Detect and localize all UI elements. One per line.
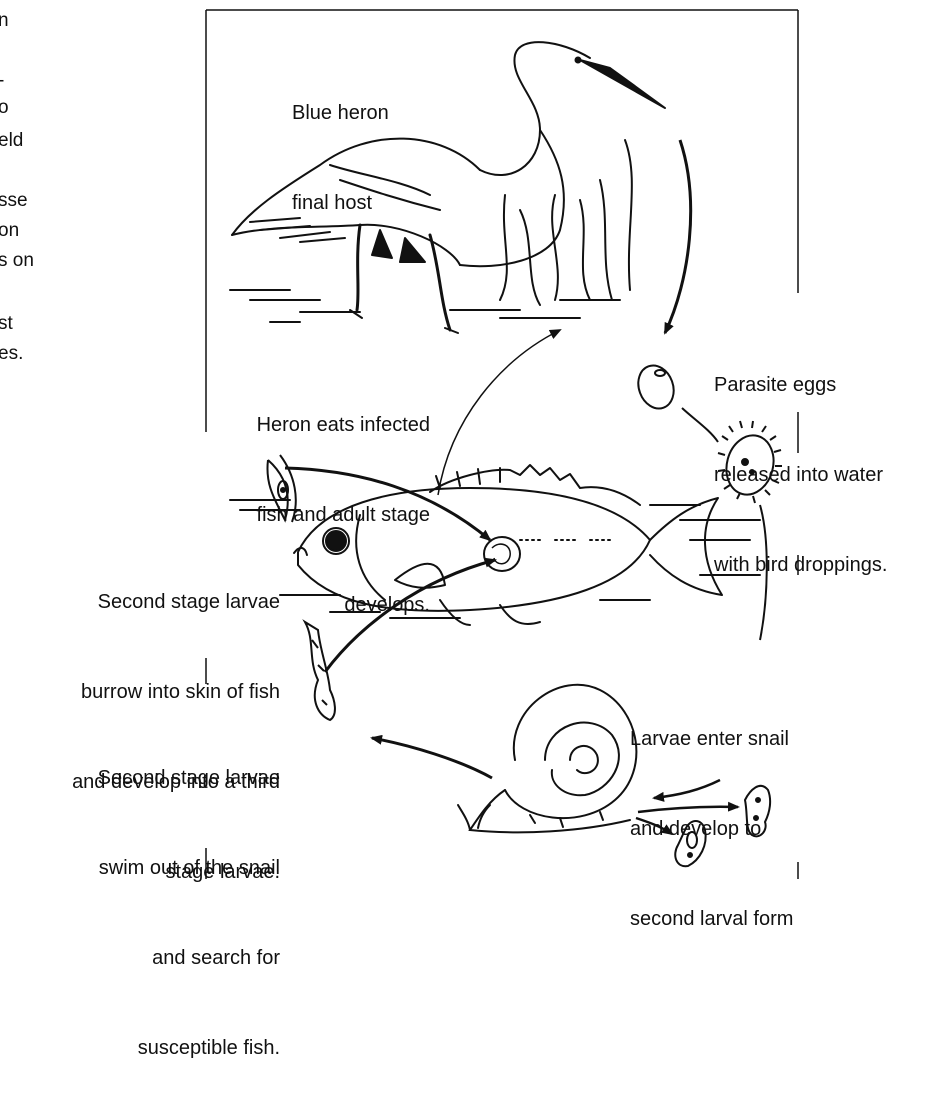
label-eggs: Parasite eggs released into water with b… [714, 310, 887, 610]
label-line: Heron eats infected [212, 410, 430, 440]
label-line: and search for [20, 943, 280, 973]
snail-drawing [458, 685, 636, 833]
connector-egg-to-larva [682, 408, 718, 442]
label-snail-enter: Larvae enter snail and develop to second… [630, 664, 793, 964]
arrow-snail-to-larva [372, 738, 492, 778]
label-line: Larvae enter snail [630, 724, 793, 754]
label-line: and develop to [630, 814, 793, 844]
label-swim-out: Second stage larvae swim out of the snai… [20, 703, 280, 1093]
label-line: Blue heron [292, 98, 389, 128]
arrow-heron-to-eggs [665, 140, 691, 333]
label-line: with bird droppings. [714, 550, 887, 580]
parasite-egg [633, 361, 680, 414]
label-line: fish and adult stage [212, 500, 430, 530]
label-line: susceptible fish. [20, 1033, 280, 1063]
label-line: Second stage larvae [20, 587, 280, 617]
label-line: Parasite eggs [714, 370, 887, 400]
label-line: final host [292, 188, 389, 218]
label-line: second larval form [630, 904, 793, 934]
label-line: released into water [714, 460, 887, 490]
fish-cyst [484, 537, 520, 571]
label-heron: Blue heron final host [292, 38, 389, 248]
label-line: Second stage larvae [20, 763, 280, 793]
